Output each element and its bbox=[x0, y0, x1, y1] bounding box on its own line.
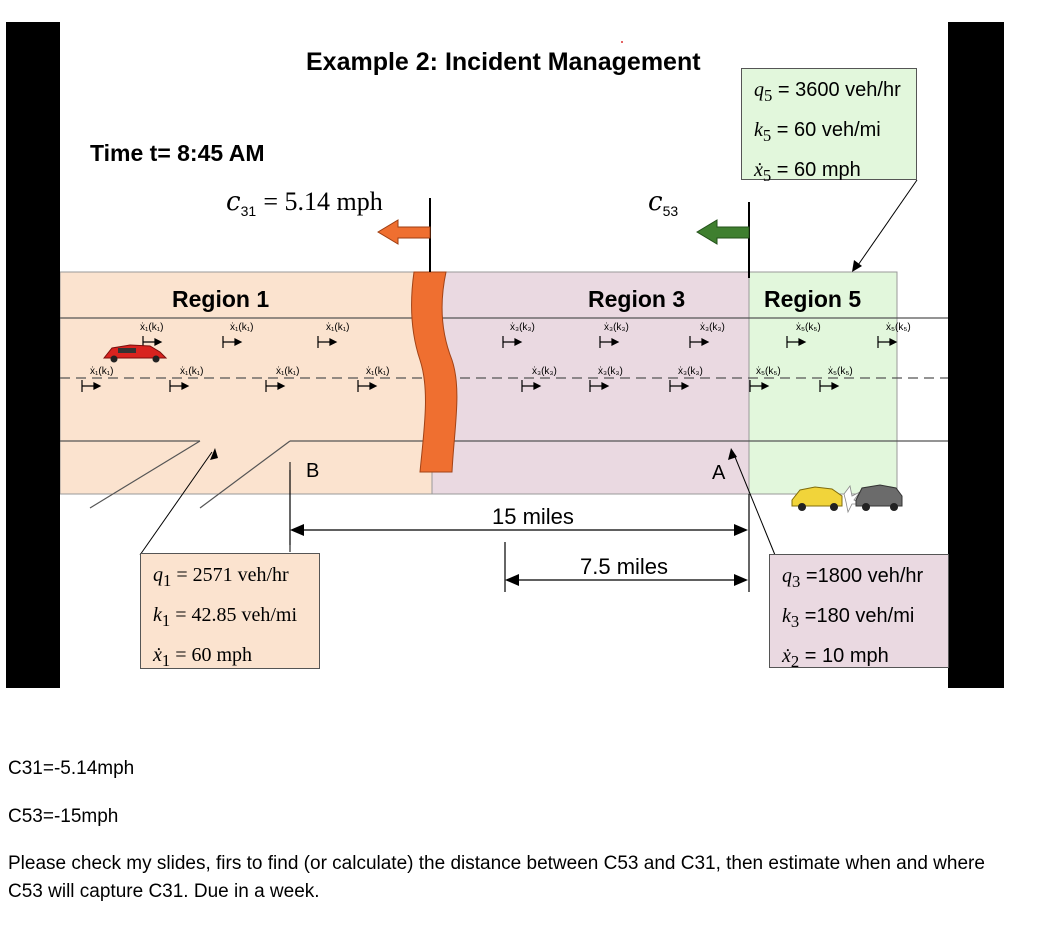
region-5-area bbox=[748, 271, 898, 495]
dist-7-5-arrow-right bbox=[734, 574, 748, 586]
c53-sub: 53 bbox=[662, 203, 679, 220]
region3-callout-pointer bbox=[732, 451, 776, 556]
region-1-label: Region 1 bbox=[172, 286, 270, 312]
red-car-icon bbox=[102, 344, 168, 363]
lane-label: ẋ₁(k₁) bbox=[366, 366, 390, 377]
region3-info-box: q3 =1800 veh/hr k3 =180 veh/mi ẋ2 = 10 m… bbox=[769, 554, 949, 671]
lane-label: ẋ₃(k₃) bbox=[598, 366, 623, 377]
point-a-label: A bbox=[712, 462, 726, 484]
lane-label: ẋ₃(k₃) bbox=[678, 366, 703, 377]
c53-symbol: c bbox=[648, 187, 663, 217]
dist-7-5-arrow-left bbox=[505, 574, 519, 586]
q3-row: q3 =1800 veh/hr bbox=[782, 565, 924, 591]
lane-label: ẋ₃(k₃) bbox=[532, 366, 557, 377]
region1-info-box: q1 = 2571 veh/hr k1 = 42.85 veh/mi ẋ1 = … bbox=[140, 553, 320, 670]
lane-label: ẋ₁(k₁) bbox=[276, 366, 300, 377]
region5-callout-pointer bbox=[855, 179, 918, 269]
stray-mark bbox=[621, 41, 623, 43]
q1-row: q1 = 2571 veh/hr bbox=[153, 564, 289, 590]
region1-callout-pointer bbox=[139, 451, 213, 556]
distance-7-5-miles: 7.5 miles bbox=[580, 554, 669, 579]
lane-label: ẋ₅(k₅) bbox=[796, 322, 821, 333]
x5-row: ẋ5 = 60 mph bbox=[754, 159, 861, 185]
c31-value: = 5.14 mph bbox=[263, 187, 383, 216]
lane-label: ẋ₁(k₁) bbox=[326, 322, 350, 333]
k1-row: k1 = 42.85 veh/mi bbox=[153, 604, 298, 630]
lane-label: ẋ₅(k₅) bbox=[756, 366, 781, 377]
region5-callout-arrowhead bbox=[852, 260, 862, 272]
ramp-line-1 bbox=[89, 440, 201, 509]
region3-callout-arrowhead bbox=[728, 448, 737, 460]
slide-title: Example 2: Incident Management bbox=[306, 48, 701, 76]
dist-15-arrow-left bbox=[290, 524, 304, 536]
q5-row: q5 = 3600 veh/hr bbox=[754, 79, 901, 105]
region5-info-box: q5 = 3600 veh/hr k5 = 60 veh/mi ẋ5 = 60 … bbox=[741, 68, 917, 185]
c31-sub: 31 bbox=[240, 203, 257, 220]
lane-label: ẋ₁(k₁) bbox=[140, 322, 164, 333]
note-c53: C53=-15mph bbox=[8, 806, 119, 827]
x1-row: ẋ1 = 60 mph bbox=[153, 644, 253, 670]
crash-cars-icon bbox=[791, 484, 903, 514]
lane-label: ẋ₃(k₃) bbox=[700, 322, 725, 333]
shockwave-band bbox=[411, 271, 458, 473]
lane-label: ẋ₁(k₁) bbox=[180, 366, 204, 377]
lane-label: ẋ₃(k₃) bbox=[510, 322, 535, 333]
time-label: Time t= 8:45 AM bbox=[90, 140, 265, 166]
left-black-bar bbox=[6, 22, 60, 688]
region-5-label: Region 5 bbox=[764, 286, 862, 312]
ramp-line-2 bbox=[199, 440, 291, 509]
c53-label: c53 bbox=[648, 186, 678, 219]
dist-15-arrow-right bbox=[734, 524, 748, 536]
lane-label: ẋ₅(k₅) bbox=[886, 322, 911, 333]
note-c31: C31=-5.14mph bbox=[8, 758, 135, 779]
distance-15-miles: 15 miles bbox=[492, 504, 574, 529]
x2-row: ẋ2 = 10 mph bbox=[782, 645, 889, 671]
region-3-label: Region 3 bbox=[588, 286, 686, 312]
point-b-label: B bbox=[306, 460, 320, 482]
c53-arrow bbox=[696, 219, 750, 245]
c31-arrow bbox=[377, 219, 431, 245]
c31-label: c31 = 5.14 mph bbox=[226, 186, 383, 219]
lane-label: ẋ₅(k₅) bbox=[828, 366, 853, 377]
region1-callout-arrowhead bbox=[210, 448, 218, 460]
right-black-bar bbox=[948, 22, 1004, 688]
lane-speed-marks bbox=[81, 336, 898, 392]
k3-row: k3 =180 veh/mi bbox=[782, 605, 915, 631]
road-diagram bbox=[59, 41, 948, 592]
lane-label: ẋ₁(k₁) bbox=[230, 322, 254, 333]
c31-symbol: c bbox=[226, 187, 241, 217]
k5-row: k5 = 60 veh/mi bbox=[754, 119, 881, 145]
note-instructions: Please check my slides, firs to find (or… bbox=[8, 853, 985, 902]
lane-label: ẋ₁(k₁) bbox=[90, 366, 114, 377]
lane-label: ẋ₃(k₃) bbox=[604, 322, 629, 333]
